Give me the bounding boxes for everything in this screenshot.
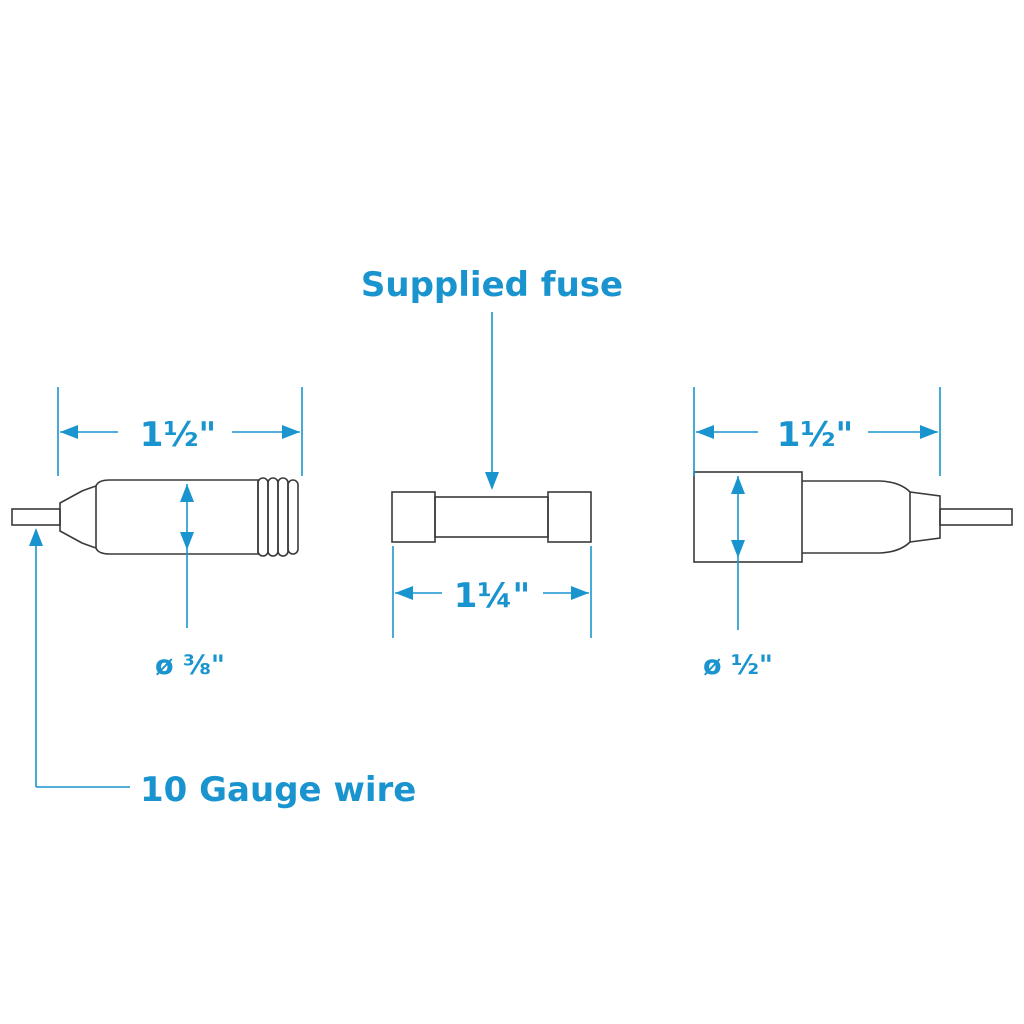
right-holder [693, 471, 1013, 563]
left-grip-ring-1 [257, 477, 269, 557]
left-grip-ring-4 [287, 479, 299, 555]
fuse-cap-left [391, 491, 436, 543]
left-length-label: 1½" [140, 415, 217, 455]
right-length-label: 1½" [777, 415, 854, 455]
left-ferrule [59, 484, 97, 550]
wire-callout-label: 10 Gauge wire [140, 770, 416, 810]
right-cap [693, 471, 803, 563]
right-diameter-label: ø ½" [703, 650, 773, 681]
fuse-glass [434, 496, 549, 538]
left-grip-ring-2 [267, 477, 279, 557]
supplied-fuse-leader [485, 312, 499, 490]
left-diameter-label: ø ⅜" [155, 650, 225, 681]
supplied-fuse-label: Supplied fuse [361, 265, 623, 305]
right-barrel [802, 480, 911, 554]
fuse-length-label: 1¼" [454, 576, 531, 616]
right-length-dimension [693, 387, 941, 476]
fuse-length-dimension [392, 546, 592, 638]
left-grip-ring-3 [277, 477, 289, 557]
left-holder [11, 477, 299, 557]
fuse [391, 491, 592, 543]
right-ferrule [909, 491, 941, 543]
right-diameter-dimension [731, 476, 745, 630]
left-diameter-dimension [180, 484, 194, 628]
left-wire [11, 508, 61, 526]
right-wire [939, 508, 1013, 526]
wire-callout-leader [29, 528, 130, 788]
fuse-cap-right [547, 491, 592, 543]
left-barrel [95, 479, 259, 555]
left-length-dimension [57, 387, 303, 476]
